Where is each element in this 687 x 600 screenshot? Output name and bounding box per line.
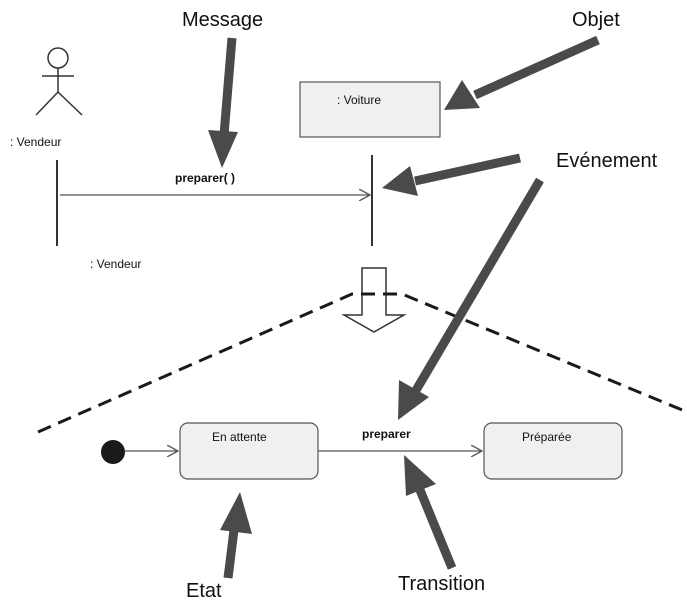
message-callout-label: Message bbox=[182, 9, 263, 31]
object-label: : Voiture bbox=[337, 93, 381, 107]
objet-callout-arrowhead bbox=[444, 80, 480, 110]
etat-callout-label: Etat bbox=[186, 580, 222, 600]
evenement-callout-label: Evénement bbox=[556, 150, 658, 172]
actor-figure bbox=[35, 47, 83, 116]
transform-arrow bbox=[341, 267, 407, 333]
state-preparee bbox=[483, 422, 623, 480]
evenement-lifeline-arrowhead bbox=[382, 166, 418, 196]
object-box bbox=[299, 81, 441, 138]
etat-callout-arrowhead bbox=[220, 492, 252, 534]
message-label: preparer( ) bbox=[175, 171, 235, 185]
message-callout-arrowhead bbox=[208, 130, 238, 168]
initial-state bbox=[101, 440, 125, 464]
event-label: preparer bbox=[362, 427, 411, 441]
lifeline-label: : Vendeur bbox=[90, 257, 141, 271]
actor-label: : Vendeur bbox=[10, 135, 61, 149]
state-preparee-label: Préparée bbox=[522, 430, 572, 444]
evenement-transition-arrowhead bbox=[398, 380, 429, 420]
transition-callout-arrowhead bbox=[404, 455, 436, 496]
objet-callout-label: Objet bbox=[572, 9, 620, 31]
state-en-attente-label: En attente bbox=[212, 430, 267, 444]
callout-arrows bbox=[208, 35, 600, 579]
transition-callout-label: Transition bbox=[398, 573, 485, 595]
